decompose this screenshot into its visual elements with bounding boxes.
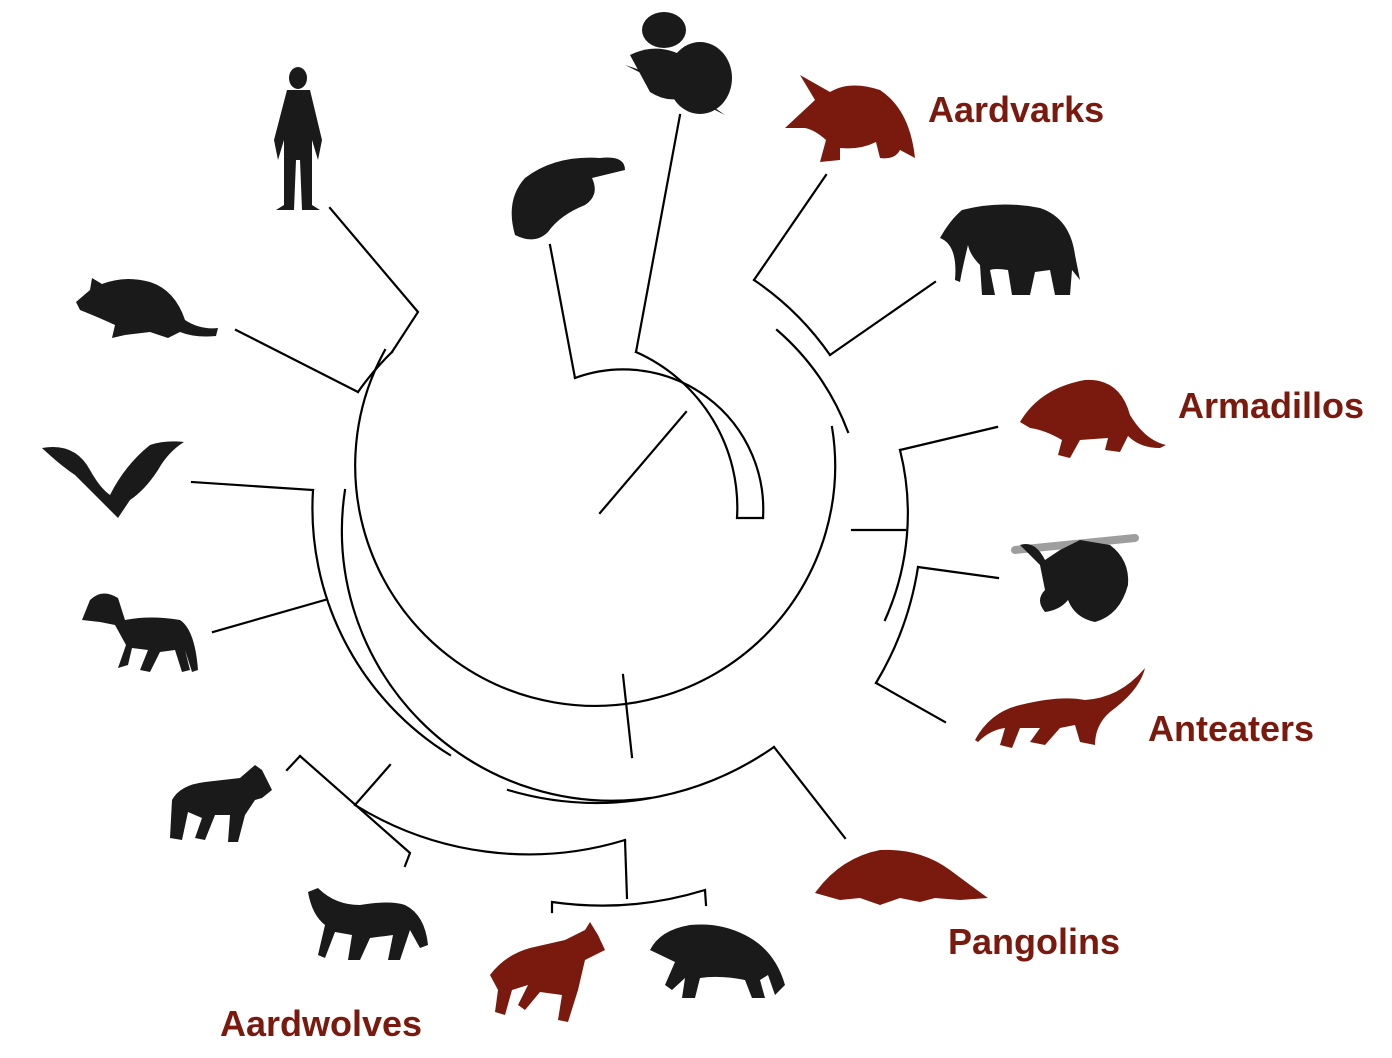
label-armadillos: Armadillos	[1178, 388, 1364, 424]
branch-afrotheria	[777, 330, 848, 432]
label-aardwolves: Aardwolves	[220, 1006, 422, 1042]
branch-elephant	[830, 282, 935, 355]
fox-silhouette-icon	[308, 888, 428, 960]
laurasiatheria-arc	[342, 490, 650, 801]
placental-arc	[355, 350, 835, 706]
elephant-silhouette-icon	[940, 204, 1080, 295]
aardvark-silhouette-icon	[785, 75, 915, 162]
aardwolf-silhouette-icon	[490, 922, 605, 1022]
platypus-silhouette-icon	[512, 158, 625, 240]
branch-wolf	[287, 756, 300, 770]
koala-silhouette-icon	[625, 12, 732, 115]
branch-xenarthra-arc	[885, 450, 908, 620]
horse-silhouette-icon	[82, 593, 198, 672]
branch-armadillo	[900, 427, 997, 450]
bat-silhouette-icon	[42, 441, 184, 518]
label-anteaters: Anteaters	[1148, 711, 1314, 747]
branch-platypus-koala	[575, 369, 763, 518]
root-branch	[600, 412, 686, 513]
wolf-silhouette-icon	[170, 765, 272, 842]
anteater-silhouette-icon	[975, 668, 1145, 748]
branch-pangolin-carnivora	[508, 747, 774, 803]
hyena-silhouette-icon	[650, 924, 785, 998]
pangolin-silhouette-icon	[815, 850, 988, 905]
branch-bat	[192, 482, 313, 490]
human-silhouette-icon	[274, 67, 322, 210]
branch-perissodactyla	[213, 600, 325, 632]
placental-stem	[623, 675, 632, 757]
branch-sloth	[918, 567, 998, 578]
branch-aardwolf-hyena	[552, 890, 706, 912]
branch-canidae	[300, 756, 410, 866]
branch-bat-horse	[312, 490, 450, 755]
branch-pangolin	[774, 747, 845, 838]
branch-anteater	[876, 683, 945, 722]
tree-branches	[192, 115, 998, 912]
branch-platypus	[550, 245, 575, 378]
branch-aardvark	[754, 175, 826, 280]
branch-euarchontoglires	[330, 208, 418, 352]
branch-koala	[636, 115, 680, 352]
silhouettes	[42, 12, 1166, 1022]
mouse-silhouette-icon	[76, 278, 218, 338]
armadillo-silhouette-icon	[1020, 380, 1166, 458]
label-aardvarks: Aardvarks	[928, 92, 1104, 128]
sloth-silhouette-icon	[1015, 538, 1135, 622]
label-pangolins: Pangolins	[948, 924, 1120, 960]
branch-mouse	[236, 330, 358, 392]
branch-marsupial-node	[636, 352, 763, 518]
branch-hyaenidae	[625, 840, 627, 898]
